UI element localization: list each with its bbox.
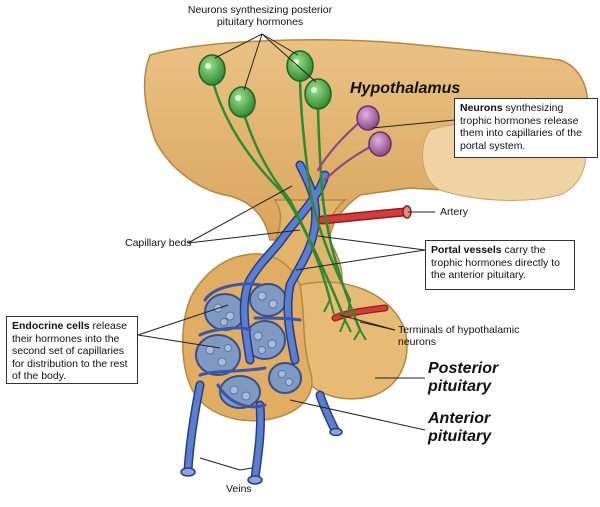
trophic-neurons-bold: Neurons xyxy=(460,102,503,114)
portal-vessels-bold: Portal vessels xyxy=(431,244,502,256)
label-veins: Veins xyxy=(226,483,252,495)
portal-vessels-text: carry the trophic hormones directly to t… xyxy=(431,244,560,281)
endocrine-cells-bold: Endocrine cells xyxy=(12,320,90,332)
box-trophic-neurons: Neurons synthesizing trophic hormones re… xyxy=(454,98,598,158)
anterior-pituitary-line1: Anterior xyxy=(428,410,491,427)
trophic-neurons-text: synthesizing trophic hormones release th… xyxy=(460,102,582,152)
posterior-pituitary-line1: Posterior xyxy=(428,360,499,377)
label-anterior-pituitary: Anterior pituitary xyxy=(428,410,491,446)
trophic-hormone-neurons xyxy=(316,105,392,182)
label-terminals: Terminals of hypothalamic neurons xyxy=(398,324,520,348)
posterior-pituitary-line2: pituitary xyxy=(428,378,492,395)
box-portal-vessels: Portal vessels carry the trophic hormone… xyxy=(425,240,575,290)
endocrine-cells-text: release their hormones into the second s… xyxy=(12,320,128,382)
label-hypothalamus: Hypothalamus xyxy=(350,80,461,97)
arteries xyxy=(317,207,410,322)
label-artery: Artery xyxy=(440,206,469,218)
leader-lines xyxy=(137,33,456,471)
label-posterior-pituitary: Posterior pituitary xyxy=(428,360,498,396)
endocrine-cell-clusters xyxy=(195,283,302,409)
anterior-pituitary-line2: pituitary xyxy=(428,428,492,445)
label-capillary-beds: Capillary beds xyxy=(125,237,192,249)
box-endocrine-cells: Endocrine cells release their hormones i… xyxy=(6,316,138,384)
label-neurons-posterior: Neurons synthesizing posterior pituitary… xyxy=(187,4,333,28)
posterior-hormone-neurons xyxy=(198,50,367,341)
vein-endings xyxy=(180,427,343,485)
